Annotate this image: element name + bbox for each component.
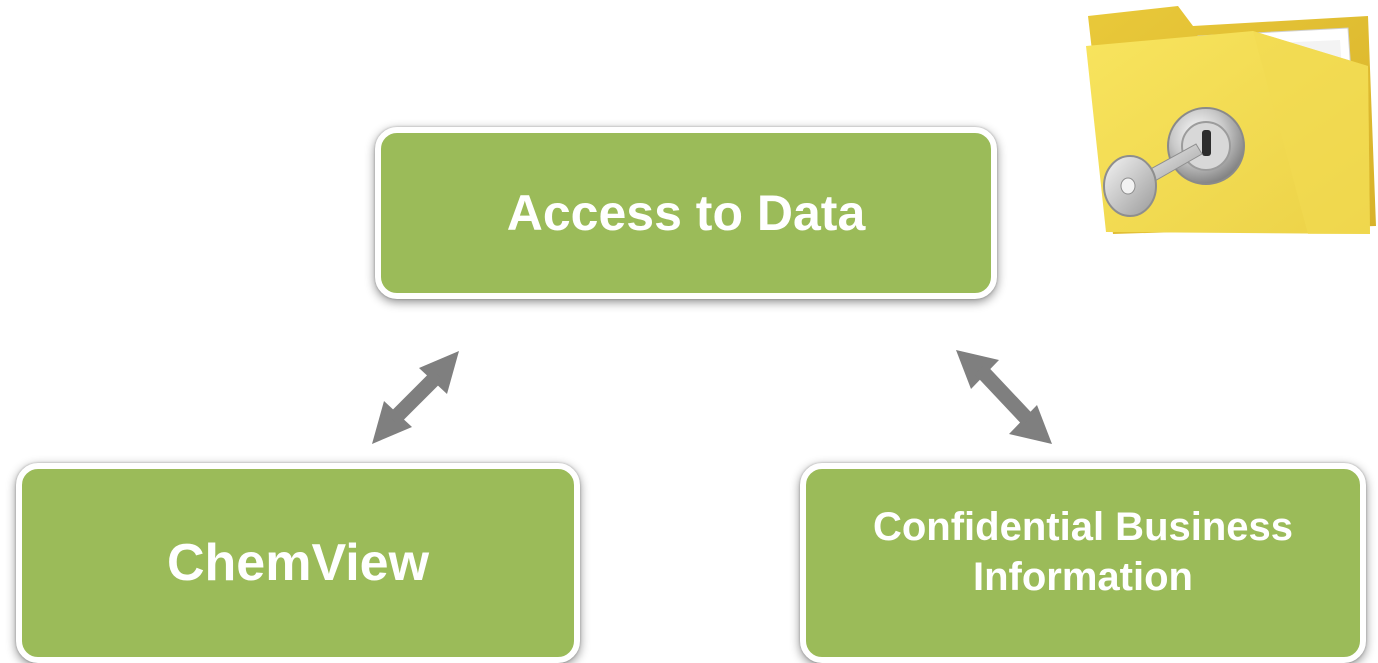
double-arrow-top-right [956, 350, 1052, 444]
double-arrow-top-left [372, 351, 459, 444]
node-confidential-business-information: Confidential Business Information [800, 463, 1366, 663]
node-label: Confidential Business Information [872, 505, 1294, 599]
node-label: Access to Data [506, 185, 866, 241]
node-chemview: ChemView [16, 463, 580, 663]
locked-folder-with-key-icon [1086, 6, 1376, 234]
node-label: ChemView [166, 534, 430, 592]
node-access-to-data: Access to Data [375, 127, 997, 299]
